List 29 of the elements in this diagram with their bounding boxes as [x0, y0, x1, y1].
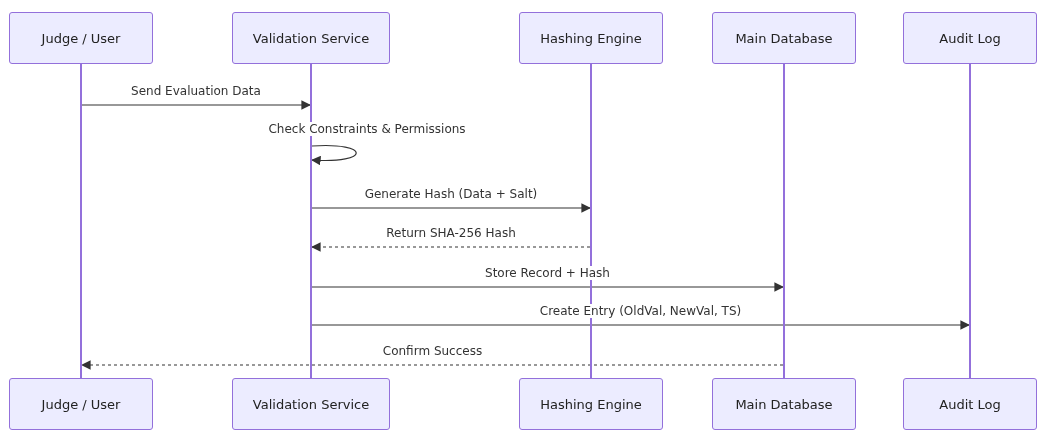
participant-box: Hashing Engine — [519, 378, 663, 430]
lifeline — [969, 64, 971, 378]
message-arrow — [311, 282, 784, 292]
message-arrow — [81, 100, 311, 110]
participant-box: Hashing Engine — [519, 12, 663, 64]
message-arrow — [81, 360, 784, 370]
message-arrow — [311, 320, 970, 330]
participant-box: Main Database — [712, 378, 856, 430]
participant-box: Main Database — [712, 12, 856, 64]
lifeline — [310, 64, 312, 378]
message-label: Store Record + Hash — [483, 266, 612, 280]
participant-box: Judge / User — [9, 12, 153, 64]
message-label: Confirm Success — [380, 344, 485, 358]
message-label: Return SHA-256 Hash — [384, 226, 518, 240]
message-label: Check Constraints & Permissions — [266, 122, 468, 136]
participant-box: Validation Service — [232, 12, 390, 64]
message-arrow — [311, 203, 591, 213]
message-label: Create Entry (OldVal, NewVal, TS) — [537, 304, 744, 318]
participant-box: Judge / User — [9, 378, 153, 430]
participant-box: Audit Log — [903, 378, 1037, 430]
participant-box: Validation Service — [232, 378, 390, 430]
message-label: Send Evaluation Data — [129, 84, 263, 98]
self-message-arrow — [311, 144, 357, 166]
lifeline — [80, 64, 82, 378]
lifeline — [783, 64, 785, 378]
lifeline — [590, 64, 592, 378]
message-arrow — [311, 242, 591, 252]
participant-box: Audit Log — [903, 12, 1037, 64]
message-label: Generate Hash (Data + Salt) — [362, 187, 540, 201]
